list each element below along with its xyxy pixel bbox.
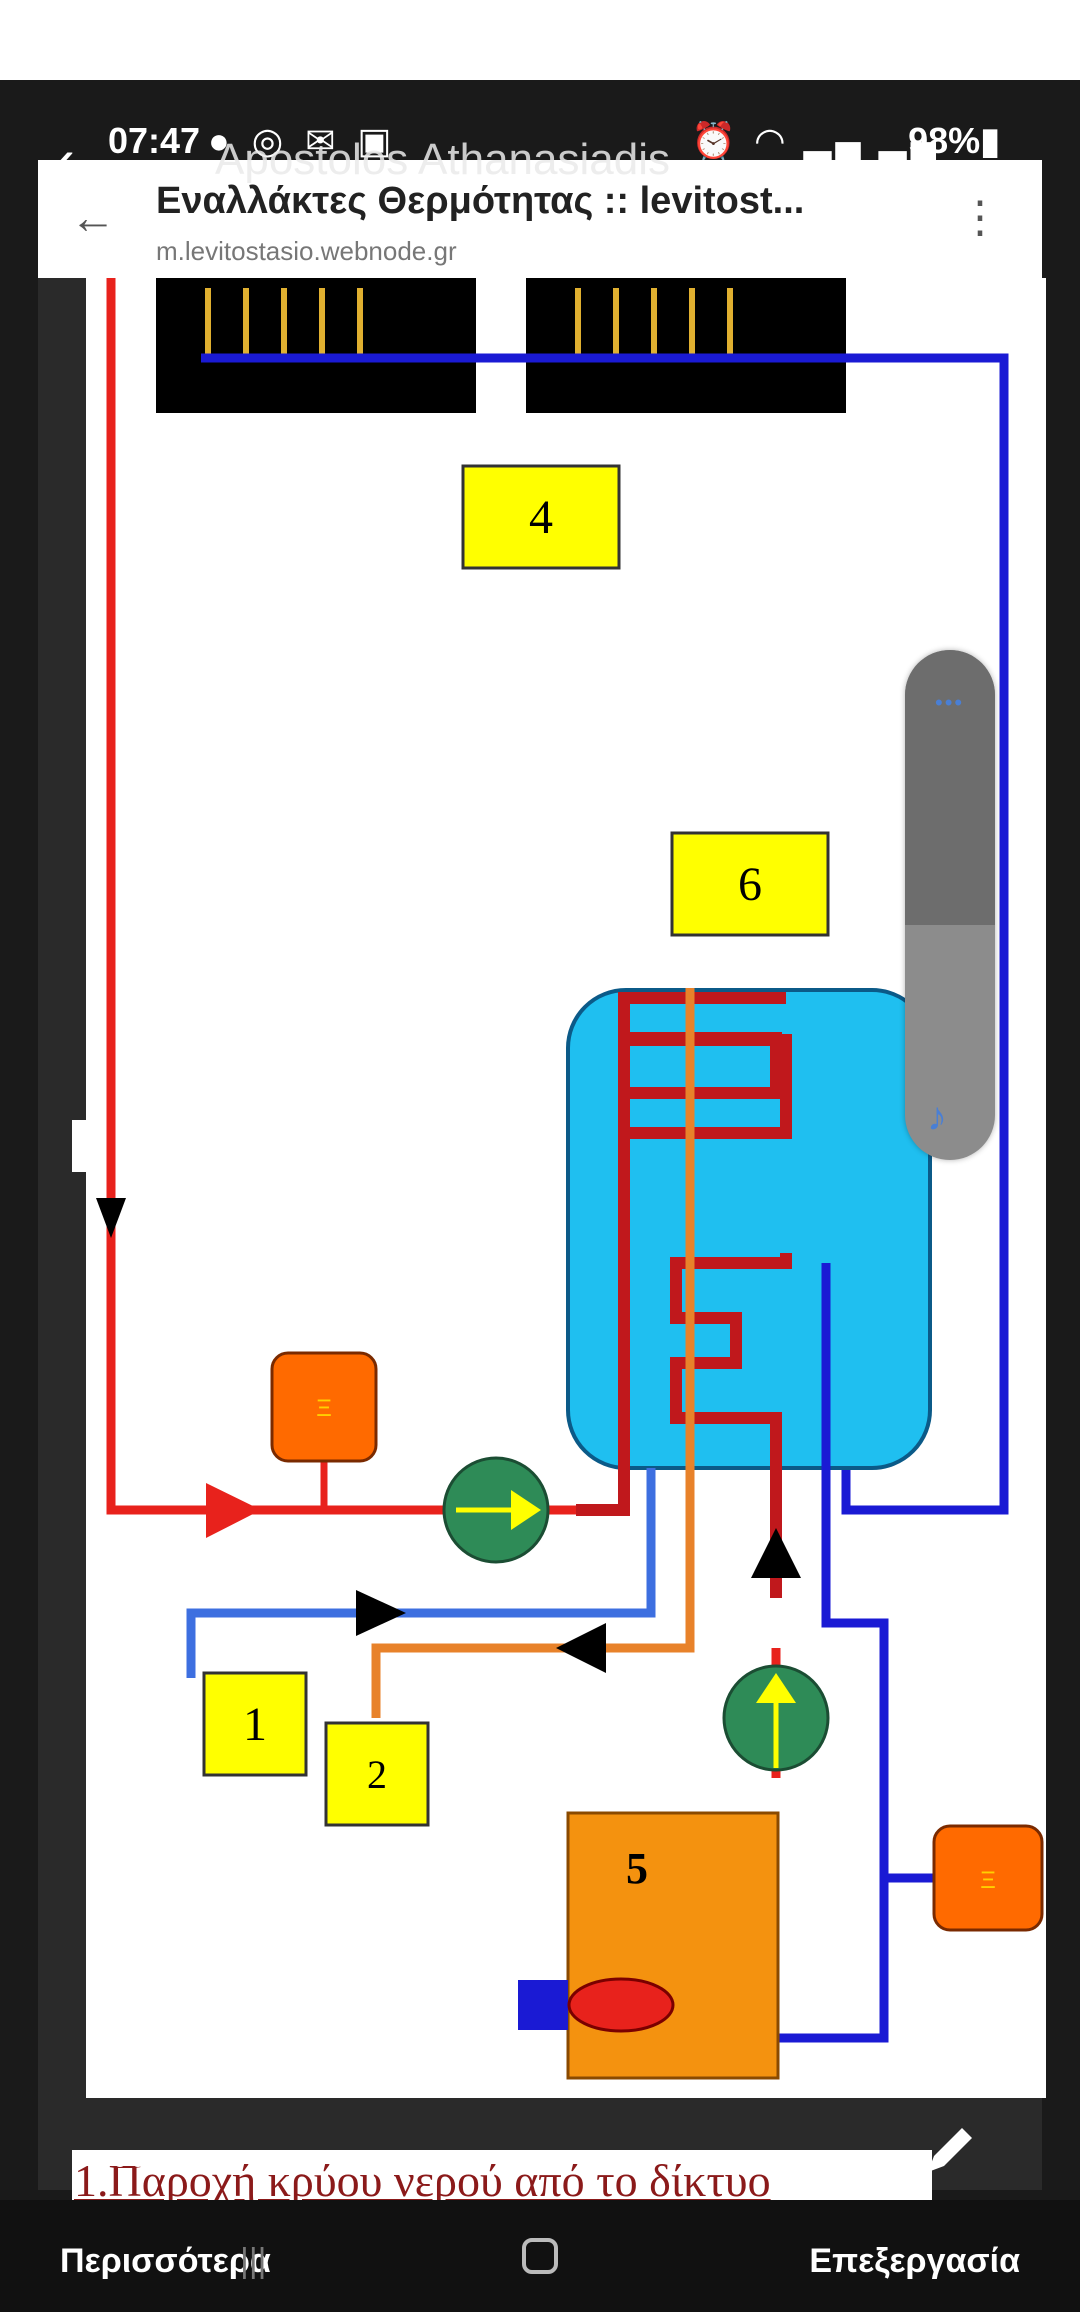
label-6: 6 <box>738 858 762 911</box>
label-5: 5 <box>626 1844 648 1893</box>
battery-icon: ▮ <box>980 120 1000 161</box>
burner-block <box>518 1980 568 2030</box>
browser-toolbar: ← Εναλλάκτες Θερμότητας :: levitost... m… <box>38 160 1042 280</box>
diagram-caption: 1.Παροχή κρύου νερού από το δίκτυο <box>74 2155 771 2206</box>
status-bar: 07:47 ● ◎ ✉ ▣ ⏰ ◠ ▂▄ ▂▄ 98%▮ <box>100 112 1000 162</box>
overlay-back-icon[interactable]: ‹ <box>55 126 75 193</box>
flow-arrow-down <box>96 1198 126 1238</box>
solar-collector-left <box>156 278 476 413</box>
gmail-icon: ✉ <box>305 120 342 161</box>
volume-slider-track <box>905 650 995 925</box>
signal-icon: ▂▄ <box>878 120 940 161</box>
svg-text:Ξ: Ξ <box>316 1395 332 1422</box>
status-time: 07:47 <box>108 120 201 161</box>
cold-water-in-pipe <box>186 1468 656 1678</box>
flow-arrow-right <box>356 1590 406 1636</box>
boiler-return-pipe <box>776 1263 889 2043</box>
page-url[interactable]: m.levitostasio.webnode.gr <box>156 236 457 266</box>
flow-arrow-right-red <box>206 1483 261 1538</box>
notification-icons: ● ◎ ✉ ▣ <box>208 120 397 162</box>
burner-flame <box>567 1977 675 2033</box>
music-note-icon: ♪ <box>927 1095 947 1139</box>
system-icons: ⏰ ◠ ▂▄ ▂▄ <box>691 120 940 162</box>
boiler <box>566 1811 780 2080</box>
volume-more-icon[interactable]: ••• <box>935 690 965 715</box>
browser-back-icon[interactable]: ← <box>70 191 116 243</box>
label-box-2 <box>324 1721 430 1827</box>
expansion-vessel-solar <box>270 1351 378 1463</box>
volume-slider[interactable]: ••• ♪ <box>905 650 995 1160</box>
signal-icon: ▂▄ <box>803 120 865 161</box>
lower-coil <box>670 1253 792 1598</box>
browser-menu-icon[interactable]: ⋮ <box>958 193 1002 242</box>
instagram-icon: ◎ <box>251 120 290 161</box>
page-content: Ξ <box>38 278 1046 2190</box>
collector-hot-pipe <box>106 278 576 1515</box>
home-icon[interactable] <box>522 2238 558 2274</box>
recents-icon[interactable]: ||| <box>240 2242 267 2280</box>
flow-arrow-left <box>556 1623 606 1673</box>
more-button[interactable]: Περισσότερα <box>60 2242 271 2280</box>
sender-name: Apostolos Athanasiadis <box>215 135 670 184</box>
label-4: 4 <box>529 491 553 544</box>
image-icon: ▣ <box>357 120 398 161</box>
heat-exchanger-diagram: Ξ <box>86 278 1046 2098</box>
left-edge-marker <box>72 1120 92 1172</box>
label-box-6 <box>670 831 830 937</box>
bottom-action-bar: Περισσότερα ||| Επεξεργασία <box>0 2200 1080 2312</box>
battery-percent: 98% <box>908 120 981 161</box>
solar-collector-right <box>526 278 846 413</box>
flow-arrow-up <box>751 1528 801 1578</box>
storage-tank <box>566 988 932 1470</box>
label-box-1 <box>202 1671 308 1777</box>
svg-text:Ξ: Ξ <box>980 1867 996 1894</box>
hot-water-out-pipe <box>371 988 695 1718</box>
battery-level: 98%▮ <box>908 120 1000 162</box>
page-title: Εναλλάκτες Θερμότητας :: levitost... <box>156 180 805 222</box>
edit-button[interactable]: Επεξεργασία <box>809 2242 1020 2280</box>
account-icon: ● <box>208 120 236 161</box>
label-1: 1 <box>243 1698 267 1751</box>
edit-pencil-icon[interactable] <box>920 2120 980 2180</box>
alarm-icon: ⏰ <box>691 120 741 161</box>
expansion-vessel-boiler <box>932 1824 1044 1932</box>
diagram-svg: Ξ <box>96 278 1044 2080</box>
more-dots-icon[interactable]: ••• <box>95 2140 150 2184</box>
wifi-icon: ◠ <box>754 120 790 161</box>
label-2: 2 <box>367 1752 387 1797</box>
label-box-4 <box>461 464 621 570</box>
